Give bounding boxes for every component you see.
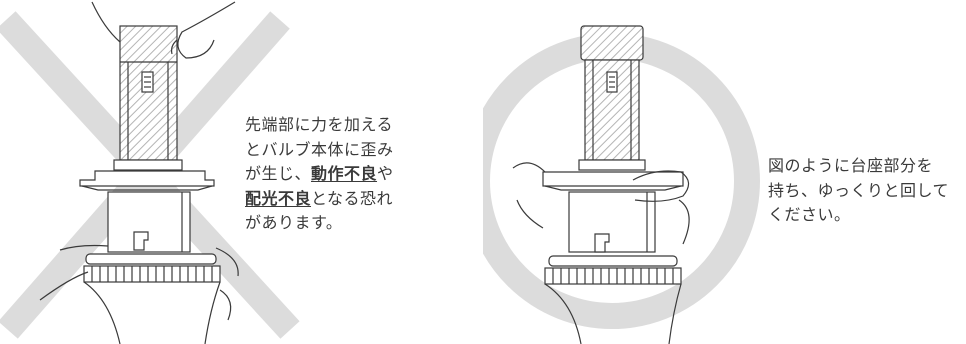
heat-sink	[544, 267, 682, 285]
bulb-cap	[580, 25, 644, 61]
caption-text: となる恐れ	[311, 188, 394, 208]
hand-on-base	[39, 244, 239, 321]
correct-example-panel: 図のように台座部分を 持ち、ゆっくりと回して ください。	[483, 0, 966, 344]
hand-on-tip	[91, 1, 236, 59]
heat-sink	[83, 265, 221, 283]
caption-line: が生じ、動作不良や	[245, 162, 394, 187]
bulb-flange	[542, 171, 684, 187]
caption-text: が生じ、	[245, 164, 312, 183]
caption-line: ください。	[768, 205, 851, 224]
hand-on-flange	[512, 162, 690, 245]
caption-line: 図のように台座部分を	[768, 156, 934, 175]
caption-line: 持ち、ゆっくりと回して	[768, 180, 950, 200]
correct-example-caption: 図のように台座部分を 持ち、ゆっくりと回して ください。	[768, 154, 949, 228]
wrong-example-illustration	[0, 1, 300, 344]
caption-line: があります。	[245, 213, 343, 232]
caption-line: 配光不良となる恐れ	[245, 187, 394, 212]
bulb-body	[107, 191, 191, 253]
beam-pattern-warning: 配光不良	[245, 188, 312, 208]
bulb-body	[568, 191, 656, 253]
caption-text: や	[377, 164, 394, 183]
correct-example-illustration	[483, 25, 760, 344]
bulb-flange	[79, 170, 215, 187]
wrong-example-panel: 先端部に力を加える とバルブ本体に歪み が生じ、動作不良や 配光不良となる恐れ …	[0, 1, 394, 344]
wrong-example-caption: 先端部に力を加える とバルブ本体に歪み が生じ、動作不良や 配光不良となる恐れ …	[245, 113, 394, 236]
caption-line: とバルブ本体に歪み	[245, 139, 394, 159]
caption-line: 先端部に力を加える	[245, 115, 394, 134]
malfunction-warning: 動作不良	[311, 164, 378, 183]
